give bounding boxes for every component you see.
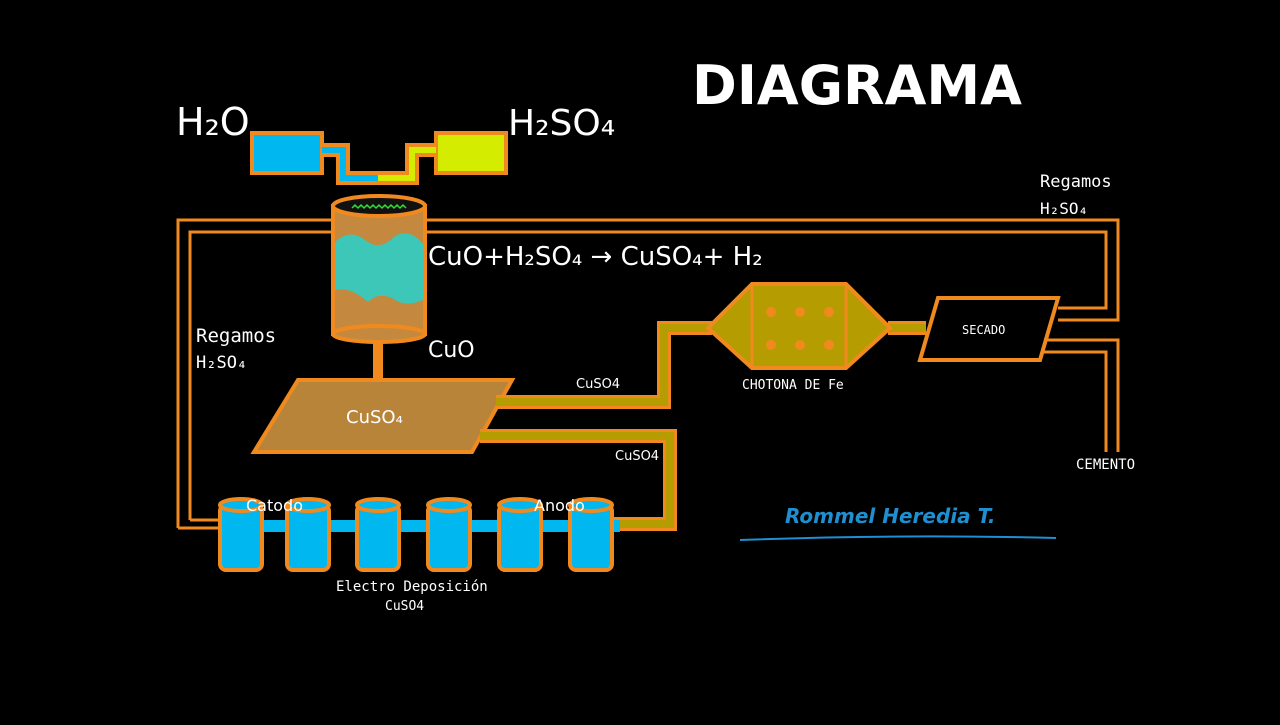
cell-3 — [355, 497, 401, 572]
cuso4-pipes — [480, 321, 926, 531]
diagram-title: DIAGRAMA — [692, 54, 1022, 117]
cement-label: CEMENTO — [1076, 457, 1135, 473]
cuso4-settler — [250, 378, 516, 454]
right-return-line2: H₂SO₄ — [1040, 199, 1088, 218]
right-return-line1: Regamos — [1040, 172, 1112, 192]
pipe-label-upper: CuSO4 — [576, 377, 620, 392]
cathode-label: Catodo — [246, 496, 303, 515]
left-return-line1: Regamos — [196, 325, 276, 347]
cell-2 — [285, 497, 331, 572]
left-return-line2: H₂SO₄ — [196, 353, 247, 373]
electrowinning-cells — [178, 497, 620, 572]
cell-4 — [426, 497, 472, 572]
reactor-label: CuO — [428, 338, 475, 363]
reaction-equation: CuO+H₂SO₄ → CuSO₄+ H₂ — [428, 242, 763, 272]
dryer-label: SECADO — [962, 323, 1005, 337]
acid-input-label: H₂SO₄ — [508, 103, 615, 144]
leach-reactor — [331, 194, 427, 382]
cell-1 — [218, 497, 264, 572]
input-tanks — [250, 131, 508, 185]
electro-label-line2: CuSO4 — [385, 599, 424, 614]
settler-label: CuSO₄ — [346, 407, 403, 428]
water-input-label: H₂O — [176, 100, 250, 144]
iron-chamber-label: CHOTONA DE Fe — [742, 378, 844, 393]
author-underline — [739, 535, 1057, 541]
cement-outlet-pipe — [1044, 338, 1120, 452]
anode-label: Anodo — [534, 496, 585, 515]
acid-tank — [434, 131, 508, 175]
dryer — [917, 296, 1061, 362]
author-signature: Rommel Heredia T. — [785, 504, 995, 528]
cell-6 — [568, 497, 614, 572]
cell-5 — [497, 497, 543, 572]
mixing-pipe — [322, 143, 436, 185]
top-return-pipe — [176, 218, 1120, 528]
electro-label-line1: Electro Deposición — [336, 579, 488, 595]
iron-chamber — [705, 282, 893, 370]
pipe-label-lower: CuSO4 — [615, 449, 659, 464]
water-tank — [250, 131, 324, 175]
